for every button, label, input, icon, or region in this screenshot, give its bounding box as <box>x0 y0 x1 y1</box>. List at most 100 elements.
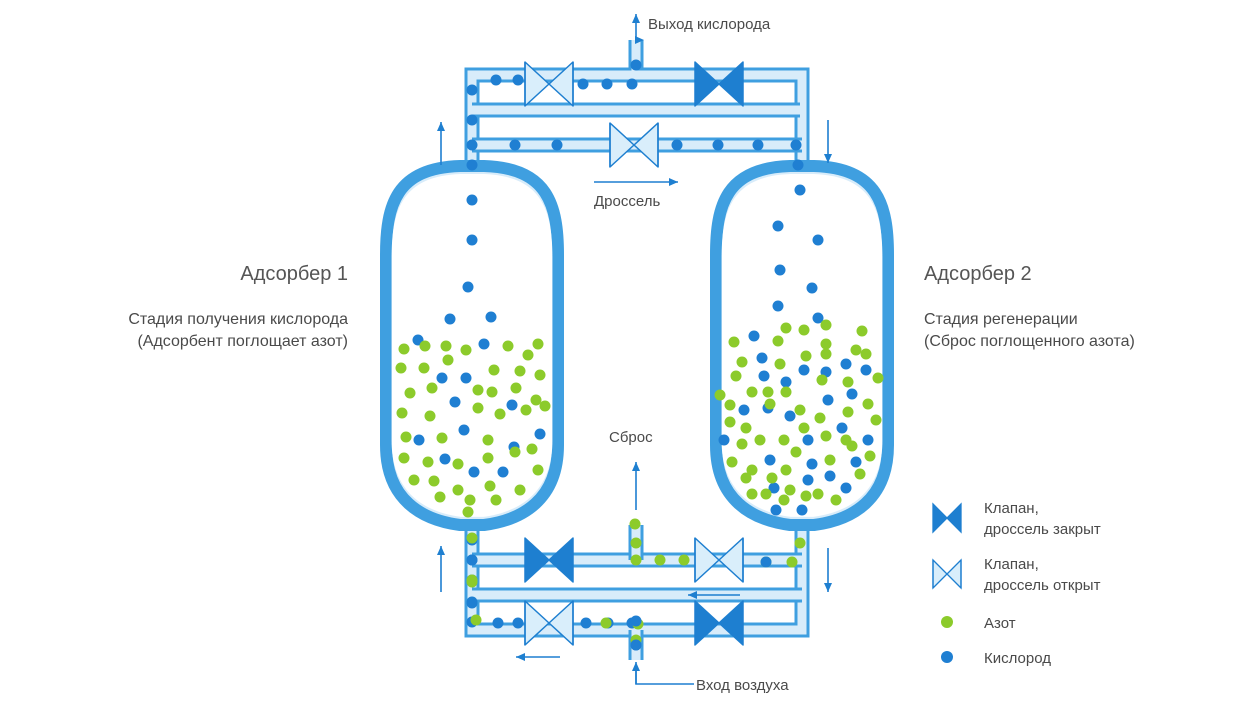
oxygen-particle <box>812 312 824 324</box>
oxygen-particle <box>768 482 780 494</box>
nitrogen-particle <box>814 412 826 424</box>
oxygen-particle <box>846 388 858 400</box>
nitrogen-particle <box>736 438 748 450</box>
nitrogen-particle <box>404 387 416 399</box>
nitrogen-particle <box>398 452 410 464</box>
oxygen-particle <box>580 617 592 629</box>
oxygen-particle <box>413 434 425 446</box>
nitrogen-particle <box>846 440 858 452</box>
oxygen-particle <box>462 281 474 293</box>
oxygen-outlet-dummy-head <box>635 36 644 44</box>
valves <box>524 61 744 646</box>
adsorber1-title: Адсорбер 1 <box>240 263 348 285</box>
nitrogen-particle <box>472 402 484 414</box>
oxygen-particle <box>466 114 478 126</box>
oxygen-particle <box>824 470 836 482</box>
throttle-valve-open-left <box>609 122 635 168</box>
nitrogen-particle <box>419 340 431 352</box>
valve-inlet-right-closed-left <box>694 600 720 646</box>
throttle-label: Дроссель <box>594 193 661 210</box>
nitrogen-particle <box>678 554 690 566</box>
nitrogen-particle <box>800 490 812 502</box>
oxygen-particle <box>760 556 772 568</box>
legend-icons <box>932 502 962 663</box>
nitrogen-particle <box>442 354 454 366</box>
oxygen-particle <box>509 139 521 151</box>
valve-bottom-left-closed-right <box>548 537 574 583</box>
air-inlet-label: Вход воздуха <box>696 677 789 694</box>
flow-arrows <box>437 14 832 685</box>
oxygen-particle <box>790 139 802 151</box>
nitrogen-particle <box>484 480 496 492</box>
valve-bottom-right-open-left <box>694 537 720 583</box>
nitrogen-particle <box>764 398 776 410</box>
valve-top-right-closed-left <box>694 61 720 107</box>
nitrogen-particle <box>800 350 812 362</box>
oxygen-particle <box>466 554 478 566</box>
nitrogen-particle <box>798 422 810 434</box>
nitrogen-particle <box>530 394 542 406</box>
oxygen-particle <box>860 364 872 376</box>
valve-inlet-left-open-right <box>548 600 574 646</box>
oxygen-particle <box>671 139 683 151</box>
legend-oxygen-label: Кислород <box>984 650 1051 667</box>
nitrogen-particle <box>488 364 500 376</box>
nitrogen-particle <box>422 456 434 468</box>
nitrogen-particle <box>395 362 407 374</box>
nitrogen-particle <box>418 362 430 374</box>
oxygen-particle <box>478 338 490 350</box>
nitrogen-particle <box>842 376 854 388</box>
nitrogen-particle <box>428 475 440 487</box>
nitrogen-particle <box>532 464 544 476</box>
nitrogen-particle <box>854 468 866 480</box>
nitrogen-particle <box>830 494 842 506</box>
nitrogen-particle <box>514 484 526 496</box>
oxygen-particle <box>796 504 808 516</box>
discharge-arrow-head <box>632 462 640 471</box>
oxygen-particle <box>806 282 818 294</box>
nitrogen-particle <box>860 348 872 360</box>
oxygen-particle <box>630 639 642 651</box>
oxygen-particle <box>601 78 613 90</box>
valve-bottom-left-closed-left <box>524 537 550 583</box>
nitrogen-particle <box>872 372 884 384</box>
adsorber2-note: (Сброс поглощенного азота) <box>924 333 1135 350</box>
oxygen-particle <box>802 474 814 486</box>
oxygen-particle <box>738 404 750 416</box>
oxygen-particle <box>840 358 852 370</box>
nitrogen-particle <box>654 554 666 566</box>
oxygen-particle <box>822 394 834 406</box>
oxygen-particle <box>756 352 768 364</box>
oxygen-particle <box>780 376 792 388</box>
nitrogen-particle <box>754 434 766 446</box>
oxygen-particle <box>758 370 770 382</box>
nitrogen-particle <box>762 386 774 398</box>
nitrogen-particle <box>440 340 452 352</box>
nitrogen-particle <box>464 494 476 506</box>
nitrogen-particle <box>408 474 420 486</box>
legend-nitrogen-label: Азот <box>984 615 1016 632</box>
nitrogen-particle <box>746 386 758 398</box>
oxygen-particle <box>551 139 563 151</box>
oxygen-particle <box>752 139 764 151</box>
adsorber1-top-up-arrow-head <box>437 122 445 131</box>
oxygen-particle <box>772 300 784 312</box>
oxygen-dot-icon <box>941 651 953 663</box>
nitrogen-particle <box>510 382 522 394</box>
oxygen-particle <box>436 372 448 384</box>
throttle-valve-open-edge <box>609 123 659 167</box>
nitrogen-particle <box>780 322 792 334</box>
oxygen-particle <box>774 264 786 276</box>
oxygen-particle <box>506 399 518 411</box>
oxygen-particle <box>802 434 814 446</box>
air-inlet-leader <box>635 668 694 685</box>
nitrogen-particle <box>786 556 798 568</box>
oxygen-particle <box>497 466 509 478</box>
legend-valve-closed-line1: Клапан, <box>984 500 1039 517</box>
adsorber1-bottom-up-arrow-head <box>437 546 445 555</box>
nitrogen-particle <box>526 443 538 455</box>
oxygen-particle <box>466 84 478 96</box>
valve-inlet-left-open-edge <box>524 601 574 645</box>
nitrogen-particle <box>728 336 740 348</box>
